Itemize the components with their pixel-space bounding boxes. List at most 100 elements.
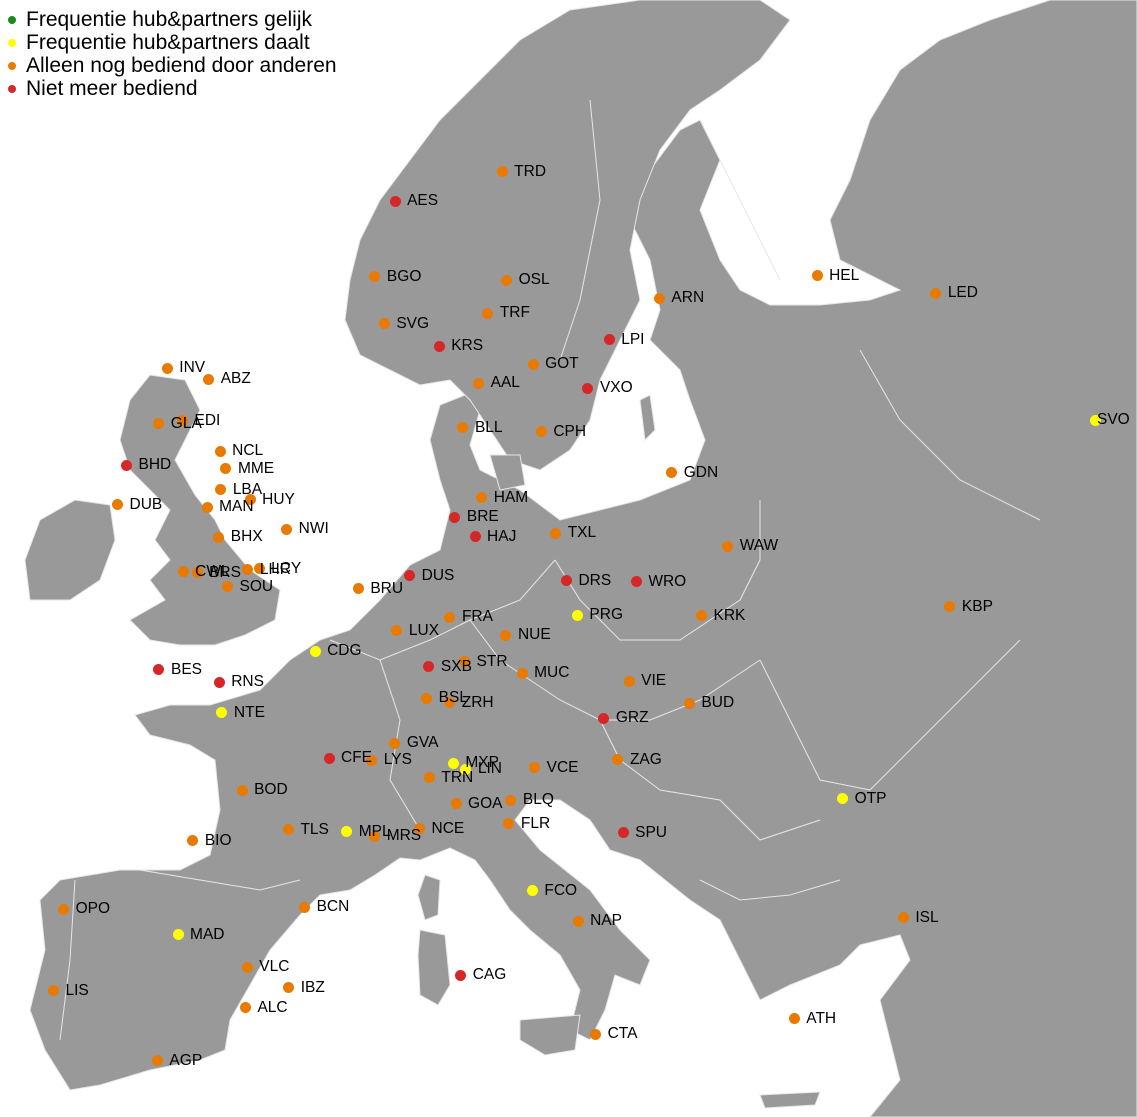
airport-marker-goa [450,798,462,810]
airport-code-label: BSL [438,689,468,707]
airport-code-label: HUY [262,490,295,508]
gotland [639,394,656,442]
border-line [699,879,841,901]
airport-marker-bhd [121,459,132,471]
border-line [554,500,761,641]
airport-code-label: BCN [316,898,350,916]
airport-marker-gla [153,418,165,430]
airport-code-label: HEL [829,266,860,284]
airport-code-label: VIE [641,672,667,690]
airport-code-label: BLL [474,418,503,436]
airport-marker-blq [505,794,517,806]
airport-marker-svg [378,318,390,330]
airport-code-label: NTE [233,703,265,721]
border-line [699,119,781,281]
airport-marker-led [930,287,942,299]
airport-marker-abz [203,373,215,385]
airport-code-label: AAL [490,374,520,391]
airport-marker-trd [496,166,508,178]
airport-code-label: ZRH [461,693,494,711]
legend-label: Niet meer bediend [26,77,198,100]
airport-code-label: INV [179,359,206,377]
airport-marker-zrh [444,697,456,709]
airport-code-label: AGP [169,1051,203,1069]
airport-marker-got [527,358,539,370]
airport-marker-lys [366,754,378,766]
airport-marker-lis [47,985,59,997]
airport-marker-dus [404,570,416,582]
airport-marker-bll [457,422,469,434]
sicily [519,1014,581,1056]
airport-marker-lba [215,484,227,496]
legend-item-same: Frequentie hub&partners gelijk [8,8,337,31]
airport-marker-lcy [253,563,265,575]
airport-marker-bsl [421,692,433,704]
airport-marker-krk [696,610,708,622]
airport-marker-fco [526,885,538,897]
airport-marker-aes [389,195,401,207]
airport-marker-brs [191,567,203,579]
airport-code-label: VLC [259,958,290,976]
airport-code-label: ARN [671,289,705,307]
legend-dot-icon [8,84,16,93]
airport-code-label: GOT [545,355,579,373]
airport-marker-grz [598,712,610,724]
airport-marker-vlc [241,961,253,973]
airport-code-label: OPO [75,900,111,918]
airport-marker-inv [161,362,173,374]
airport-marker-ncl [214,445,226,457]
legend-dot-icon [8,38,16,47]
airport-marker-cdg [309,645,321,657]
airport-marker-txl [550,527,562,539]
airport-code-label: NWI [298,520,329,538]
airport-code-label: MME [237,459,275,477]
airport-marker-man [201,501,213,513]
airport-code-label: ATH [806,1009,837,1027]
airport-code-label: LBA [232,480,263,498]
airport-marker-gdn [666,467,678,479]
airport-code-label: LUX [408,621,440,639]
airport-marker-ham [476,492,488,504]
airport-code-label: TRN [441,768,474,786]
land-shapes [24,0,1137,1117]
airport-code-label: BUD [701,694,735,712]
airport-marker-osl [501,274,513,286]
ireland [24,499,116,601]
airport-marker-rns [213,676,225,688]
airport-code-label: LHR [259,560,291,578]
crete [759,1091,821,1109]
airport-code-label: PRG [589,606,624,624]
airport-code-label: GVA [406,734,439,752]
airport-code-label: SVG [396,314,430,332]
legend-item-not-served: Niet meer bediend [8,77,337,100]
airport-code-label: CFE [341,749,372,767]
airport-code-label: TXL [567,524,597,542]
airport-code-label: ZAG [629,750,662,768]
airport-marker-agp [151,1055,163,1067]
airport-marker-bru [352,583,364,595]
airport-marker-arn [653,292,665,304]
airport-marker-wro [630,576,642,588]
airport-code-label: BGO [386,267,422,285]
border-line [379,659,421,831]
airport-marker-bgo [369,271,381,283]
airport-code-label: WRO [648,572,687,590]
airport-marker-mme [220,463,232,475]
airport-marker-dub [112,499,124,511]
airport-marker-nap [572,915,584,927]
airport-code-label: MPL [358,822,391,840]
airport-code-label: DUB [129,495,163,513]
legend-item-decreasing: Frequentie hub&partners daalt [8,31,337,54]
airport-code-label: SPU [635,823,667,841]
airport-marker-sou [222,581,234,593]
airport-code-label: LPI [621,330,645,348]
airport-code-label: BIO [204,831,232,849]
airport-code-label: GDN [683,463,719,481]
airport-code-label: BES [170,660,202,678]
airport-code-label: LIS [65,981,89,999]
airport-marker-ibz [283,982,295,994]
airport-code-label: HAJ [487,527,517,545]
airport-code-label: CTA [607,1025,638,1043]
airport-marker-huy [244,494,256,506]
